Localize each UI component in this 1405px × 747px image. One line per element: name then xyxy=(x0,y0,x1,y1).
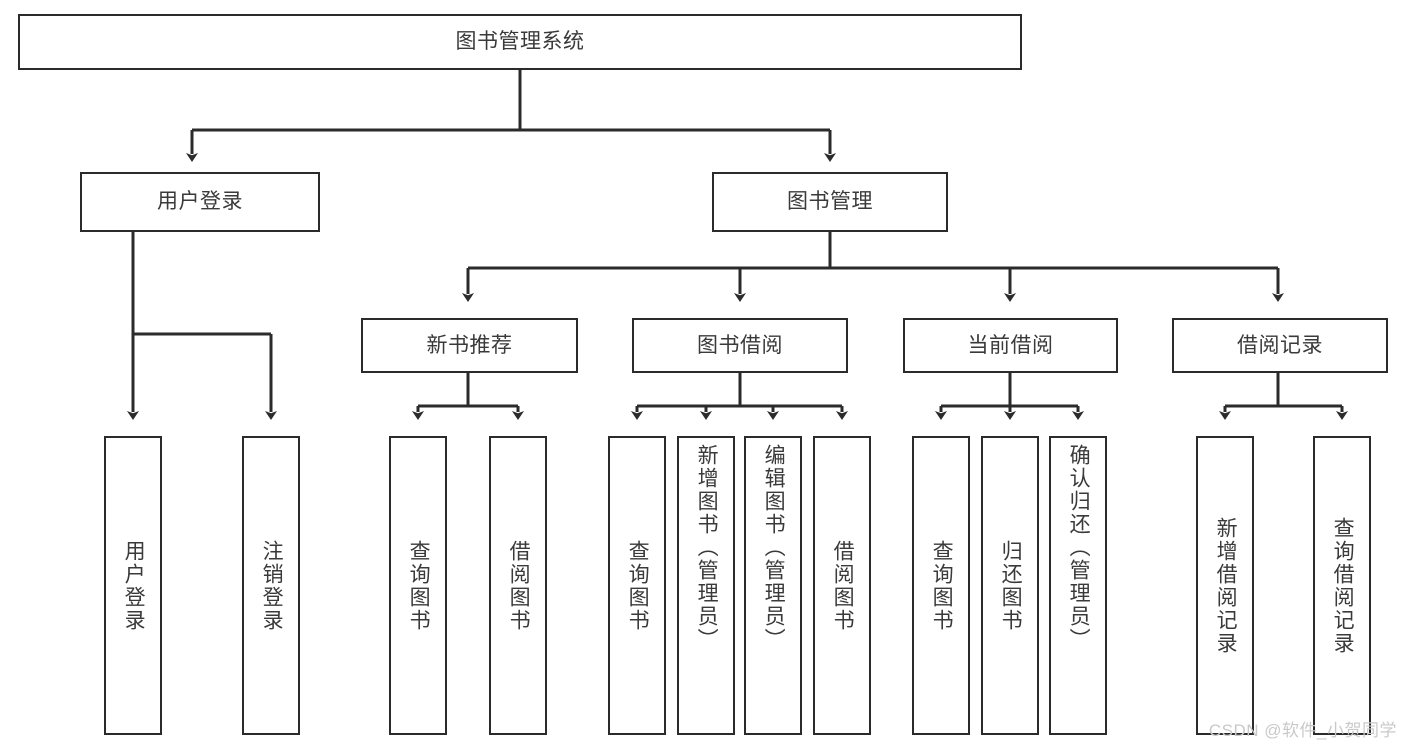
node-leaf-borrow-book-1-label: 借阅图书 xyxy=(507,539,531,632)
node-current-borrow[interactable]: 当前借阅 xyxy=(903,318,1118,373)
node-leaf-add-borrow-record-label: 新增借阅记录 xyxy=(1214,516,1238,655)
node-leaf-edit-book-admin[interactable]: 编辑图书（管理员） xyxy=(744,436,802,735)
node-leaf-user-login[interactable]: 用户登录 xyxy=(104,436,162,735)
node-leaf-add-book-admin[interactable]: 新增图书（管理员） xyxy=(677,436,735,735)
node-leaf-add-borrow-record[interactable]: 新增借阅记录 xyxy=(1196,436,1254,735)
node-leaf-user-login-label: 用户登录 xyxy=(122,539,146,632)
node-leaf-query-book-2[interactable]: 查询图书 xyxy=(608,436,666,735)
node-book-borrow[interactable]: 图书借阅 xyxy=(632,318,848,373)
csdn-watermark: CSDN @软件_小贺同学 xyxy=(1208,721,1397,740)
node-leaf-logout[interactable]: 注销登录 xyxy=(242,436,300,735)
node-leaf-return-book[interactable]: 归还图书 xyxy=(981,436,1039,735)
node-borrow-record-label: 借阅记录 xyxy=(1237,333,1323,357)
node-leaf-confirm-return-admin[interactable]: 确认归还（管理员） xyxy=(1049,436,1107,735)
node-leaf-confirm-return-admin-label: 确认归还（管理员） xyxy=(1067,444,1091,651)
node-borrow-record[interactable]: 借阅记录 xyxy=(1172,318,1388,373)
node-leaf-query-borrow-record-label: 查询借阅记录 xyxy=(1331,516,1355,655)
node-leaf-logout-label: 注销登录 xyxy=(260,539,284,632)
node-new-book-recommend[interactable]: 新书推荐 xyxy=(361,318,578,373)
node-root[interactable]: 图书管理系统 xyxy=(18,14,1022,70)
node-book-management[interactable]: 图书管理 xyxy=(712,172,948,232)
node-root-label: 图书管理系统 xyxy=(455,30,585,54)
node-leaf-borrow-book-1[interactable]: 借阅图书 xyxy=(489,436,547,735)
node-new-book-recommend-label: 新书推荐 xyxy=(426,333,513,357)
node-leaf-edit-book-admin-label: 编辑图书（管理员） xyxy=(762,444,786,651)
node-leaf-query-book-2-label: 查询图书 xyxy=(626,539,650,632)
node-leaf-query-book-1-label: 查询图书 xyxy=(407,539,431,632)
node-book-borrow-label: 图书借阅 xyxy=(697,333,783,357)
node-leaf-borrow-book-2-label: 借阅图书 xyxy=(831,539,855,632)
node-book-management-label: 图书管理 xyxy=(787,190,873,214)
node-user-login[interactable]: 用户登录 xyxy=(80,172,320,232)
node-leaf-query-book-1[interactable]: 查询图书 xyxy=(389,436,447,735)
node-leaf-query-borrow-record[interactable]: 查询借阅记录 xyxy=(1313,436,1371,735)
node-user-login-label: 用户登录 xyxy=(157,190,243,214)
node-leaf-query-book-3[interactable]: 查询图书 xyxy=(912,436,970,735)
node-leaf-add-book-admin-label: 新增图书（管理员） xyxy=(695,444,719,651)
node-leaf-borrow-book-2[interactable]: 借阅图书 xyxy=(813,436,871,735)
node-current-borrow-label: 当前借阅 xyxy=(967,333,1054,357)
node-leaf-query-book-3-label: 查询图书 xyxy=(930,539,954,632)
node-leaf-return-book-label: 归还图书 xyxy=(999,539,1023,632)
